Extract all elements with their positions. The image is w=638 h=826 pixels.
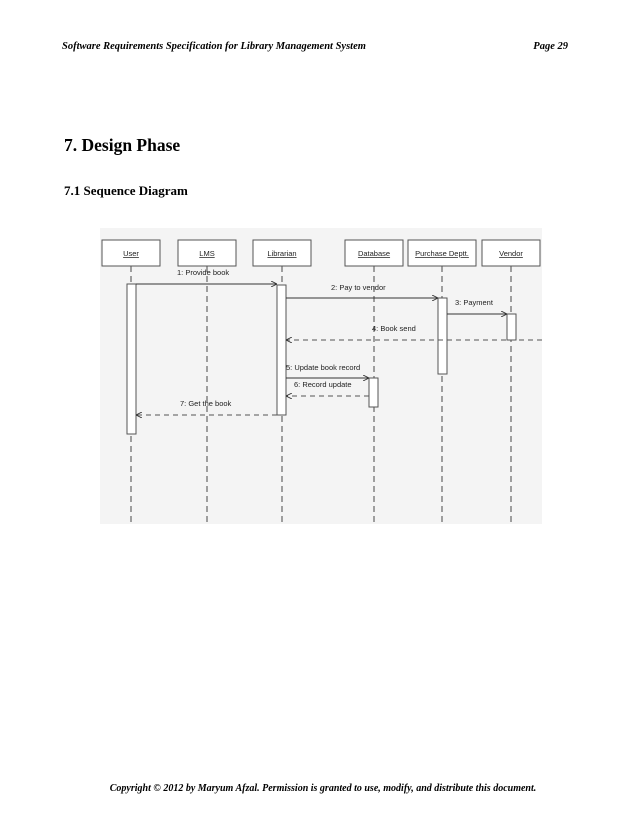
sequence-diagram: User LMS Librarian Database Purchase Dep… bbox=[100, 228, 542, 524]
page-number: Page 29 bbox=[533, 41, 568, 52]
participant-box-librarian bbox=[252, 239, 312, 267]
participant-box-lms bbox=[177, 239, 237, 267]
message-label-5: 5: Update book record bbox=[286, 363, 360, 372]
participant-box-database bbox=[344, 239, 404, 267]
participant-box-vendor bbox=[481, 239, 541, 267]
page-footer-copyright: Copyright © 2012 by Maryum Afzal. Permis… bbox=[109, 783, 537, 794]
participant-purchase: Purchase Deptt. bbox=[415, 249, 469, 258]
message-label-6: 6: Record update bbox=[294, 380, 352, 389]
page-header-title: Software Requirements Specification for … bbox=[62, 41, 366, 52]
activation-librarian bbox=[276, 284, 287, 416]
participant-database: Database bbox=[358, 249, 390, 258]
message-label-4: 4: Book send bbox=[372, 324, 416, 333]
participant-user: User bbox=[123, 249, 139, 258]
participant-lms: LMS bbox=[199, 249, 214, 258]
activation-vendor bbox=[506, 313, 517, 341]
message-label-2: 2: Pay to vendor bbox=[331, 283, 386, 292]
participant-vendor: Vendor bbox=[499, 249, 523, 258]
participant-librarian: Librarian bbox=[267, 249, 296, 258]
activation-database bbox=[368, 377, 379, 408]
activation-user bbox=[126, 283, 137, 435]
message-label-1: 1: Provide book bbox=[177, 268, 229, 277]
subsection-heading: 7.1 Sequence Diagram bbox=[64, 183, 188, 198]
participant-box-user bbox=[101, 239, 161, 267]
activation-purchase bbox=[437, 297, 448, 375]
participant-box-purchase bbox=[407, 239, 477, 267]
message-label-3: 3: Payment bbox=[455, 298, 494, 307]
section-heading: 7. Design Phase bbox=[64, 135, 181, 155]
message-label-7: 7: Get the book bbox=[180, 399, 232, 408]
